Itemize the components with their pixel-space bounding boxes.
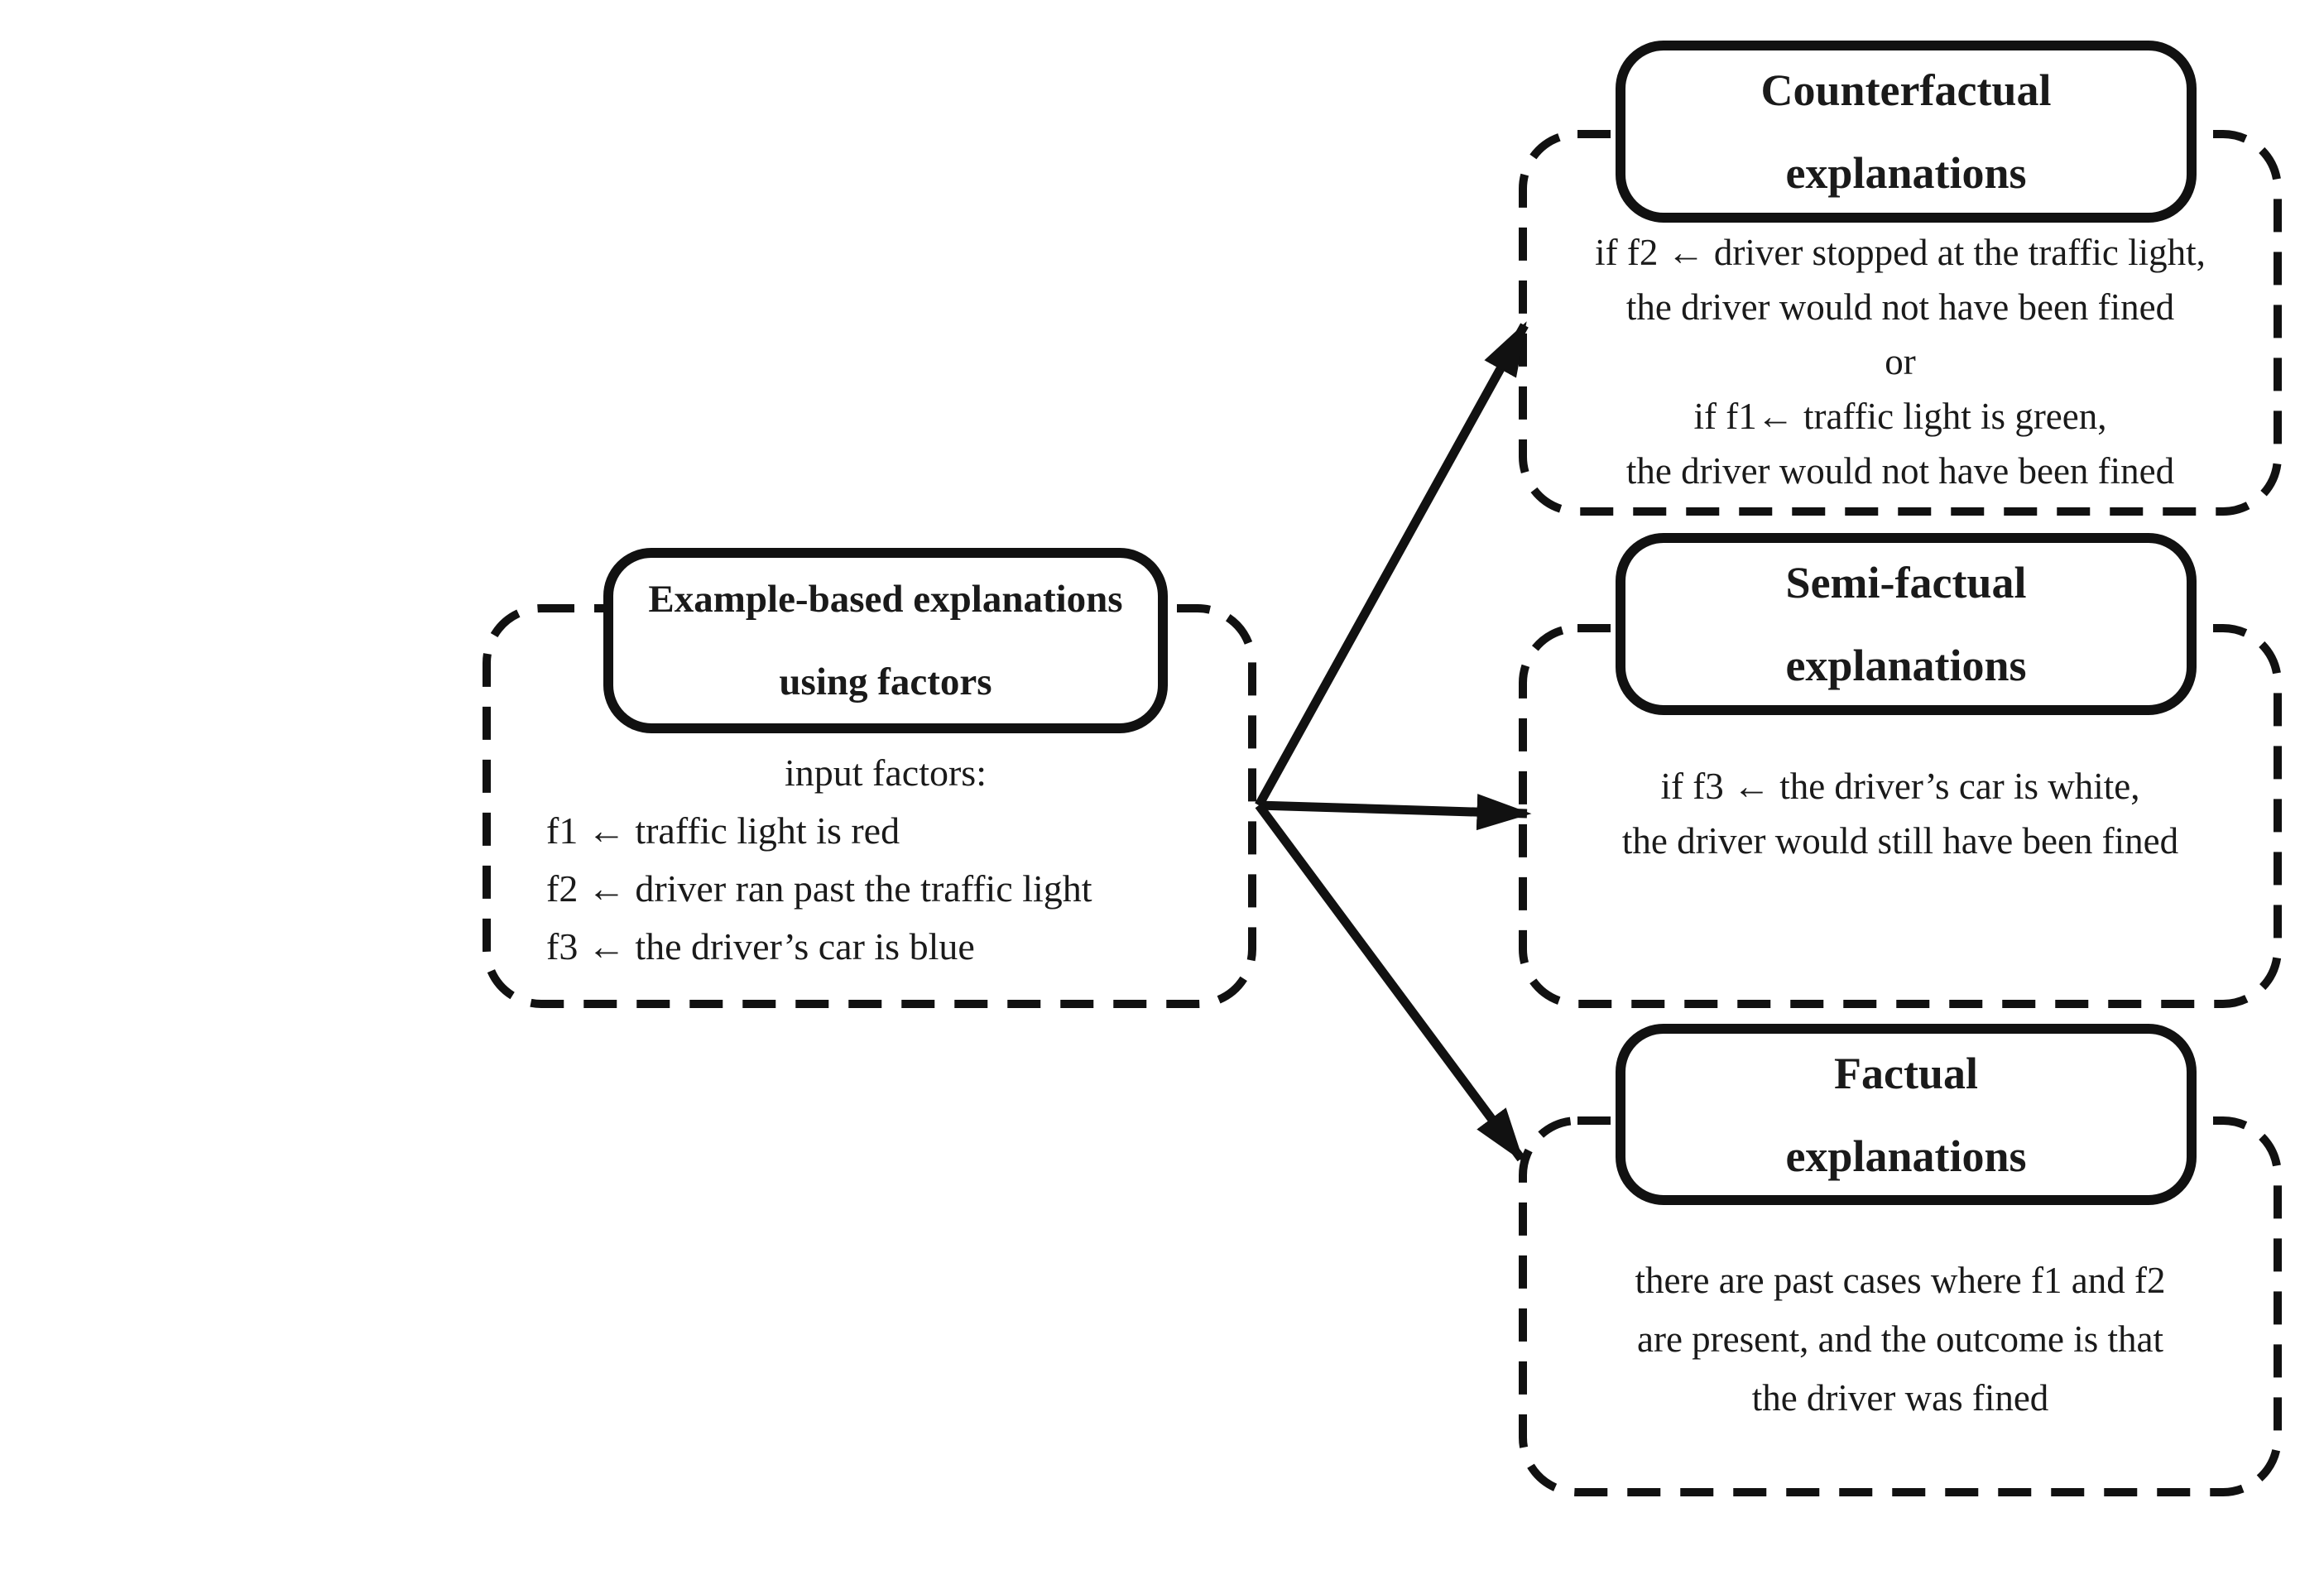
arrow-to-counterfactual: [1255, 321, 1529, 808]
semifactual-title-line2: explanations: [1785, 641, 2027, 690]
factual-line-3: the driver was fined: [1751, 1377, 2049, 1419]
factual-line-1: there are past cases where f1 and f2: [1635, 1260, 2166, 1301]
semifactual-title-line1: Semi-factual: [1785, 558, 2027, 607]
source-title-border: [603, 548, 1168, 733]
factor-item-f2: f2 ← driver ran past the traffic light: [546, 867, 1092, 910]
counterfactual-line-4: if f1← traffic light is green,: [1693, 396, 2107, 437]
factual-title-line1: Factual: [1834, 1049, 1978, 1098]
semifactual-line-1: if f3 ← the driver’s car is white,: [1660, 766, 2140, 807]
counterfactual-body: if f2 ← driver stopped at the traffic li…: [1528, 225, 2273, 498]
factor-item-f1: f1 ← traffic light is red: [546, 809, 900, 852]
counterfactual-title-border: [1616, 41, 2197, 223]
counterfactual-title-line1: Counterfactual: [1760, 65, 2052, 115]
counterfactual-line-5: the driver would not have been fined: [1625, 450, 2175, 492]
arrow-to-semifactual: [1258, 794, 1532, 831]
semifactual-body: if f3 ← the driver’s car is white, the d…: [1528, 759, 2273, 868]
semifactual-title-border: [1616, 533, 2197, 715]
counterfactual-title-line2: explanations: [1785, 148, 2027, 198]
factual-title-line2: explanations: [1785, 1131, 2027, 1181]
arrow-to-factual: [1255, 802, 1525, 1163]
source-body: input factors: f1 ← traffic light is red…: [546, 744, 1225, 976]
source-title-line2: using factors: [779, 660, 992, 703]
semifactual-line-2: the driver would still have been fined: [1621, 820, 2179, 862]
factual-body: there are past cases where f1 and f2 are…: [1528, 1251, 2273, 1428]
source-title: Example-based explanations using factors: [608, 553, 1163, 728]
counterfactual-line-3: or: [1885, 341, 1916, 382]
factual-title: Factual explanations: [1621, 1029, 2192, 1201]
source-title-line1: Example-based explanations: [648, 578, 1123, 621]
counterfactual-title: Counterfactual explanations: [1621, 46, 2192, 218]
factual-title-border: [1616, 1024, 2197, 1205]
factor-item-f3: f3 ← the driver’s car is blue: [546, 925, 975, 968]
source-body-heading: input factors:: [785, 751, 987, 794]
semifactual-title: Semi-factual explanations: [1621, 538, 2192, 710]
counterfactual-line-2: the driver would not have been fined: [1625, 286, 2175, 328]
counterfactual-line-1: if f2 ← driver stopped at the traffic li…: [1595, 232, 2206, 273]
factual-line-2: are present, and the outcome is that: [1636, 1318, 2164, 1360]
